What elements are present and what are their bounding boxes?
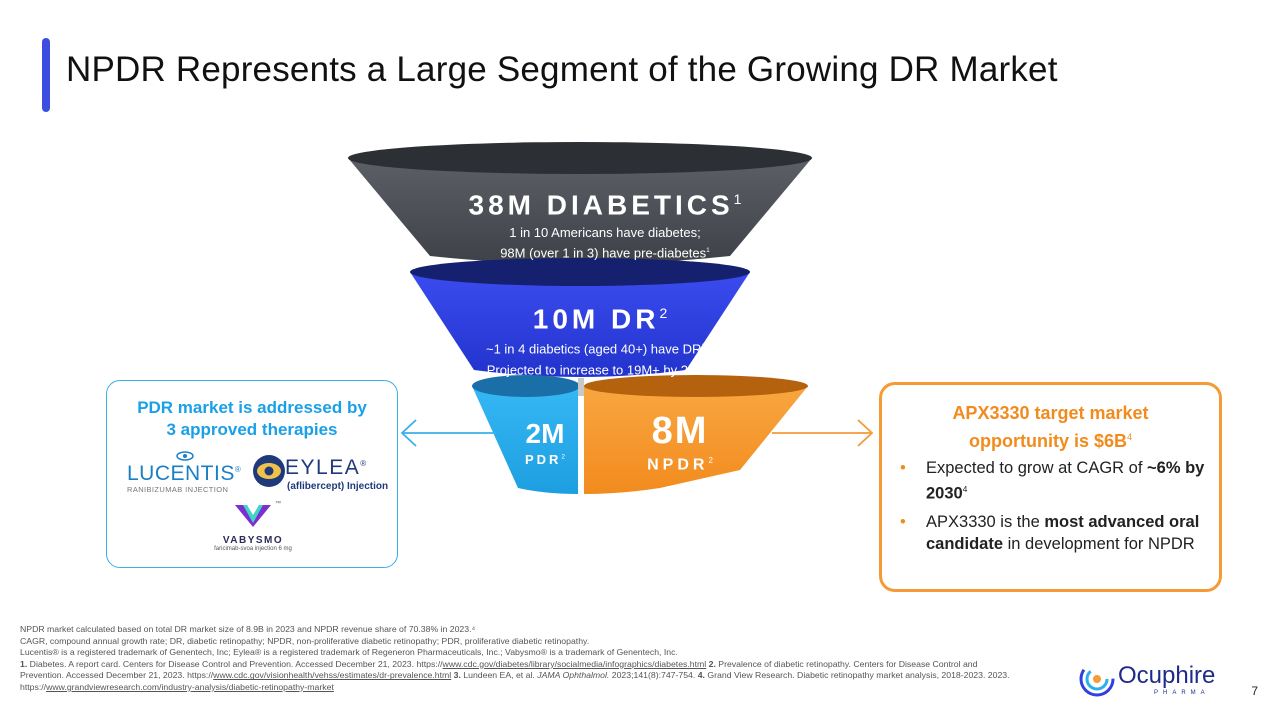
eylea-eye-icon [253, 455, 285, 487]
tier1-line1: 1 in 10 Americans have diabetes; [509, 225, 701, 241]
bullet-dot-icon: • [900, 512, 906, 531]
funnel-tier-dr-rim [410, 258, 750, 286]
lucentis-mark-icon [176, 451, 194, 461]
tier1-text: 38M DIABETICS1 1 in 10 Americans have di… [420, 182, 790, 263]
ref2-text: Prevalence of diabetic retinopathy. Cent… [20, 658, 978, 681]
lucentis-tm: ® [234, 465, 241, 474]
footnote-trademarks: Lucentis® is a registered trademark of G… [20, 647, 678, 658]
vabysmo-name: VABYSMO [222, 535, 284, 546]
pdr-box-title-line2: 3 approved therapies [166, 420, 338, 439]
title-accent-bar [42, 38, 50, 112]
pdr-sup: 2 [561, 453, 566, 461]
tier2-line1-tail: ; [710, 341, 715, 357]
eylea-name: EYLEA [285, 456, 361, 479]
bullet-cagr: • Expected to grow at CAGR of ~6% by 203… [900, 457, 1210, 505]
ocuphire-swirl-icon [1079, 661, 1115, 697]
eylea-tm: ® [360, 459, 367, 468]
ref4-link[interactable]: www.grandviewresearch.com/industry-analy… [46, 681, 334, 692]
npdr-label: NPDR [647, 456, 709, 474]
tier1-line2-sup: 1 [706, 247, 710, 255]
funnel-divider [578, 378, 584, 396]
bullet-most-advanced: • APX3330 is the most advanced oral cand… [900, 511, 1210, 555]
arrow-left [400, 419, 496, 447]
bullet-cagr-sup: 4 [962, 485, 968, 494]
slide-title: NPDR Represents a Large Segment of the G… [66, 50, 1058, 89]
pdr-therapies-box: PDR market is addressed by 3 approved th… [106, 380, 398, 568]
ref2-link[interactable]: www.cdc.gov/visionhealth/vehss/estimates… [213, 670, 452, 681]
apx3330-bullet-list: • Expected to grow at CAGR of ~6% by 203… [900, 457, 1210, 561]
pdr-label: PDR [524, 452, 562, 467]
apx3330-title-line1: APX3330 target market [952, 403, 1149, 423]
tier2-text: 10M DR2 ~1 in 4 diabetics (aged 40+) hav… [440, 296, 760, 379]
ref1-num: 1. [20, 658, 28, 669]
pdr-box-title: PDR market is addressed by 3 approved th… [107, 397, 397, 441]
tier2-headline: 10M DR [532, 303, 660, 335]
lucentis-name: LUCENTIS [127, 462, 235, 485]
ref3-num: 3. [451, 670, 461, 681]
footnote-references: 1. Diabetes. A report card. Centers for … [20, 659, 1010, 694]
bullet-advanced-bold: most advanced oral candidate [926, 512, 1200, 553]
tier2-line1: ~1 in 4 diabetics (aged 40+) have DR [485, 341, 702, 357]
tier1-headline: 38M DIABETICS [468, 189, 734, 221]
lucentis-sub: RANIBIZUMAB INJECTION [127, 485, 229, 494]
bullet-dot-icon: • [900, 459, 906, 477]
ref3-text: Lundeen EA, et al. [460, 670, 538, 681]
page-number: 7 [1251, 684, 1258, 698]
ref1-text: Diabetes. A report card. Centers for Dis… [27, 658, 443, 669]
bullet-advanced-tail: in development for NPDR [1003, 534, 1195, 553]
pdr-text: 2M PDR2 [500, 418, 590, 467]
footnotes: NPDR market calculated based on total DR… [20, 624, 1010, 694]
ref2-num: 2. [706, 658, 716, 669]
funnel-tier-3-rim-left [472, 375, 580, 397]
footnote-npdr-market: NPDR market calculated based on total DR… [20, 624, 476, 634]
footnote-abbreviations: CAGR, compound annual growth rate; DR, d… [20, 635, 590, 646]
tier2-line2: Projected to increase to 19M+ by 2050 [486, 361, 710, 377]
bullet-advanced-text: APX3330 is the [926, 512, 1045, 531]
apx3330-box-title: APX3330 target market opportunity is $6B… [882, 401, 1219, 453]
tier1-sup: 1 [733, 191, 742, 207]
ocuphire-name: Ocuphire [1118, 662, 1216, 689]
funnel-tier-3-rim-right [584, 375, 808, 397]
apx3330-title-sup: 4 [1127, 432, 1133, 442]
apx3330-title-line2: opportunity is $6B [968, 431, 1127, 451]
vabysmo-mark-icon [235, 505, 271, 527]
bullet-cagr-text: Expected to grow at CAGR of [926, 459, 1148, 477]
funnel-tier-npdr [584, 386, 808, 494]
vabysmo-tm: ™ [275, 501, 281, 507]
ref4-num: 4. [695, 670, 705, 681]
lucentis-logo: LUCENTIS® RANIBIZUMAB INJECTION [127, 451, 245, 494]
tier2-line1-sup: 1,2 [701, 343, 711, 351]
ocuphire-sub: PHARMA [1154, 690, 1210, 696]
npdr-headline: 8M [651, 410, 709, 452]
funnel-tier-diabetics [348, 158, 812, 264]
vabysmo-logo: VABYSMO faricimab-svoa injection 6 mg ™ [197, 501, 309, 552]
eylea-sub: (aflibercept) Injection [287, 481, 389, 492]
ref4-text: Grand View Research. Diabetic retinopath… [20, 670, 1010, 692]
ref1-link[interactable]: www.cdc.gov/diabetes/library/socialmedia… [442, 658, 707, 669]
ref3-tail: 2023;141(8):747-754. [609, 670, 696, 681]
funnel-tier-dr [410, 272, 750, 377]
pdr-box-title-line1: PDR market is addressed by [137, 398, 367, 417]
pdr-headline: 2M [525, 418, 565, 449]
arrow-right [772, 419, 874, 447]
apx3330-opportunity-box: APX3330 target market opportunity is $6B… [879, 382, 1222, 592]
tier1-line2: 98M (over 1 in 3) have pre-diabetes [500, 245, 707, 261]
tier2-line2-sup: 3 [709, 363, 714, 371]
bullet-cagr-bold: ~6% by 2030 [926, 459, 1205, 503]
ref3-journal: JAMA Ophthalmol. [537, 670, 610, 681]
npdr-sup: 2 [708, 456, 713, 465]
vabysmo-sub: faricimab-svoa injection 6 mg [214, 546, 292, 552]
funnel-tier-pdr [472, 386, 578, 494]
tier2-sup: 2 [659, 305, 668, 321]
funnel-tier-diabetics-rim [348, 142, 812, 174]
npdr-text: 8M NPDR2 [600, 410, 760, 474]
